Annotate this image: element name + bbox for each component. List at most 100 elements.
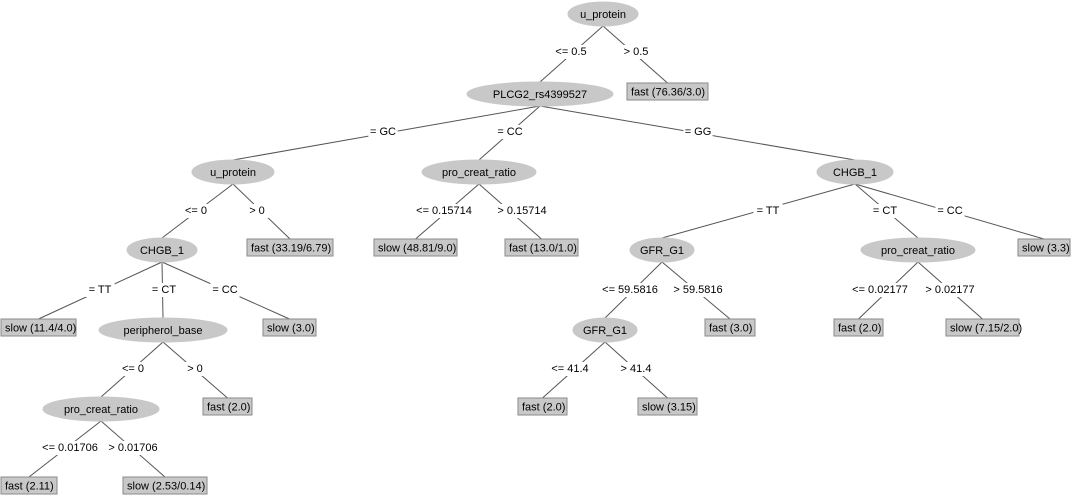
edge-label: <= 0.15714 (416, 205, 472, 217)
split-node: u_protein (191, 159, 275, 185)
edge-label-background (870, 204, 900, 218)
edge-label: <= 0 (185, 205, 207, 217)
edge-label-background (495, 125, 525, 139)
edge-label-background (85, 283, 115, 297)
leaf-node: fast (2.0) (833, 318, 884, 337)
edge-label-background (550, 45, 592, 59)
edge-label: > 59.5816 (673, 284, 722, 296)
split-node-label: peripherol_base (124, 325, 203, 337)
leaf-node-box (122, 476, 208, 495)
leaf-node-label: fast (13.0/1.0) (509, 242, 577, 254)
split-node-ellipse (572, 317, 638, 343)
split-node: u_protein (567, 1, 639, 27)
leaf-node: fast (2.11) (0, 476, 58, 495)
edge-label-background (667, 283, 729, 297)
edge-label: = TT (757, 205, 780, 217)
split-node-ellipse (860, 237, 976, 263)
leaf-node-label: fast (2.11) (5, 480, 54, 492)
split-node-label: PLCG2_rs4399527 (493, 89, 587, 101)
leaf-node-label: fast (3.0) (709, 322, 752, 334)
split-node-label: GFR_G1 (583, 325, 627, 337)
split-node-ellipse (42, 396, 160, 422)
edge-label-background (210, 283, 240, 297)
edge-label-background (935, 204, 965, 218)
edge-label-background (753, 204, 783, 218)
edge-label: = CC (937, 205, 962, 217)
edge-label: > 0.02177 (925, 284, 974, 296)
edge-label: <= 0.5 (555, 46, 586, 58)
edge-label: = GC (370, 126, 396, 138)
edge-label: = CC (212, 284, 237, 296)
leaf-node-box (0, 318, 77, 337)
leaf-node-box (637, 397, 698, 416)
edge-label: <= 0.02177 (852, 284, 908, 296)
edge-label-background (491, 204, 553, 218)
leaf-node: slow (3.0) (262, 318, 317, 337)
leaf-node: slow (3.3) (1017, 238, 1071, 257)
split-node-ellipse (567, 1, 639, 27)
leaf-node-box (704, 318, 756, 337)
leaf-node: slow (3.15) (637, 397, 698, 416)
edge-label: <= 59.5816 (602, 284, 658, 296)
edge-label: = GG (685, 126, 712, 138)
leaf-node-box (262, 318, 317, 337)
edge-label-background (245, 204, 269, 218)
edge-label: > 0.5 (624, 46, 649, 58)
leaf-node-label: slow (3.3) (1022, 242, 1070, 254)
edge-label-background (846, 283, 914, 297)
leaf-node: fast (13.0/1.0) (504, 238, 579, 257)
leaf-node-label: fast (76.36/3.0) (631, 86, 705, 98)
split-node-label: pro_creat_ratio (442, 167, 516, 179)
leaf-node-label: slow (2.53/0.14) (127, 480, 205, 492)
leaf-node: fast (33.19/6.79) (246, 238, 334, 257)
split-node-label: pro_creat_ratio (881, 245, 955, 257)
leaf-node-label: slow (3.0) (267, 322, 315, 334)
edge-label: > 0 (249, 205, 265, 217)
edge-label: = CC (497, 126, 522, 138)
leaf-node-box (202, 397, 253, 416)
leaf-node-label: slow (48.81/9.0) (378, 242, 456, 254)
edge-label: > 41.4 (621, 363, 652, 375)
leaf-node: slow (48.81/9.0) (373, 238, 458, 257)
leaf-node-label: fast (2.0) (838, 322, 881, 334)
edge-label: = CT (873, 205, 897, 217)
edge-label-background (181, 204, 211, 218)
leaf-node-label: slow (3.15) (642, 401, 696, 413)
edge-label: = TT (89, 284, 112, 296)
split-node-ellipse (466, 81, 614, 107)
edge-label: = CT (152, 284, 176, 296)
edge-label-background (118, 362, 148, 376)
leaf-node-label: fast (33.19/6.79) (251, 242, 331, 254)
leaf-node-label: slow (11.4/4.0) (5, 322, 76, 334)
leaf-node: fast (2.0) (202, 397, 253, 416)
edge-label-background (919, 283, 981, 297)
leaf-node-label: fast (2.0) (522, 401, 565, 413)
edge-label-background (618, 45, 654, 59)
leaf-node: slow (2.53/0.14) (122, 476, 208, 495)
edge-label-background (183, 362, 207, 376)
split-node: CHGB_1 (816, 159, 894, 185)
edge-label: > 0.15714 (497, 205, 546, 217)
split-node: peripherol_base (98, 317, 228, 343)
edge-label-background (615, 362, 657, 376)
split-node-ellipse (816, 159, 894, 185)
split-node-label: u_protein (580, 9, 626, 21)
leaf-node: fast (2.0) (517, 397, 568, 416)
split-node-ellipse (421, 159, 537, 185)
leaf-node: slow (11.4/4.0) (0, 318, 77, 337)
split-node-label: u_protein (210, 167, 256, 179)
split-node: GFR_G1 (572, 317, 638, 343)
leaf-node-box (1017, 238, 1071, 257)
split-node: pro_creat_ratio (42, 396, 160, 422)
leaf-node-box (833, 318, 884, 337)
split-node-ellipse (629, 237, 695, 263)
edge-label-background (149, 283, 179, 297)
edge-label-background (102, 441, 164, 455)
leaf-node-box (517, 397, 568, 416)
leaf-node: fast (3.0) (704, 318, 756, 337)
edge-label-background (36, 441, 104, 455)
edge-labels-layer: <= 0.5 > 0.5 = GC = CC = GG <= 0 > 0 <= 0.15714… (36, 45, 981, 455)
edge-label-background (545, 362, 595, 376)
